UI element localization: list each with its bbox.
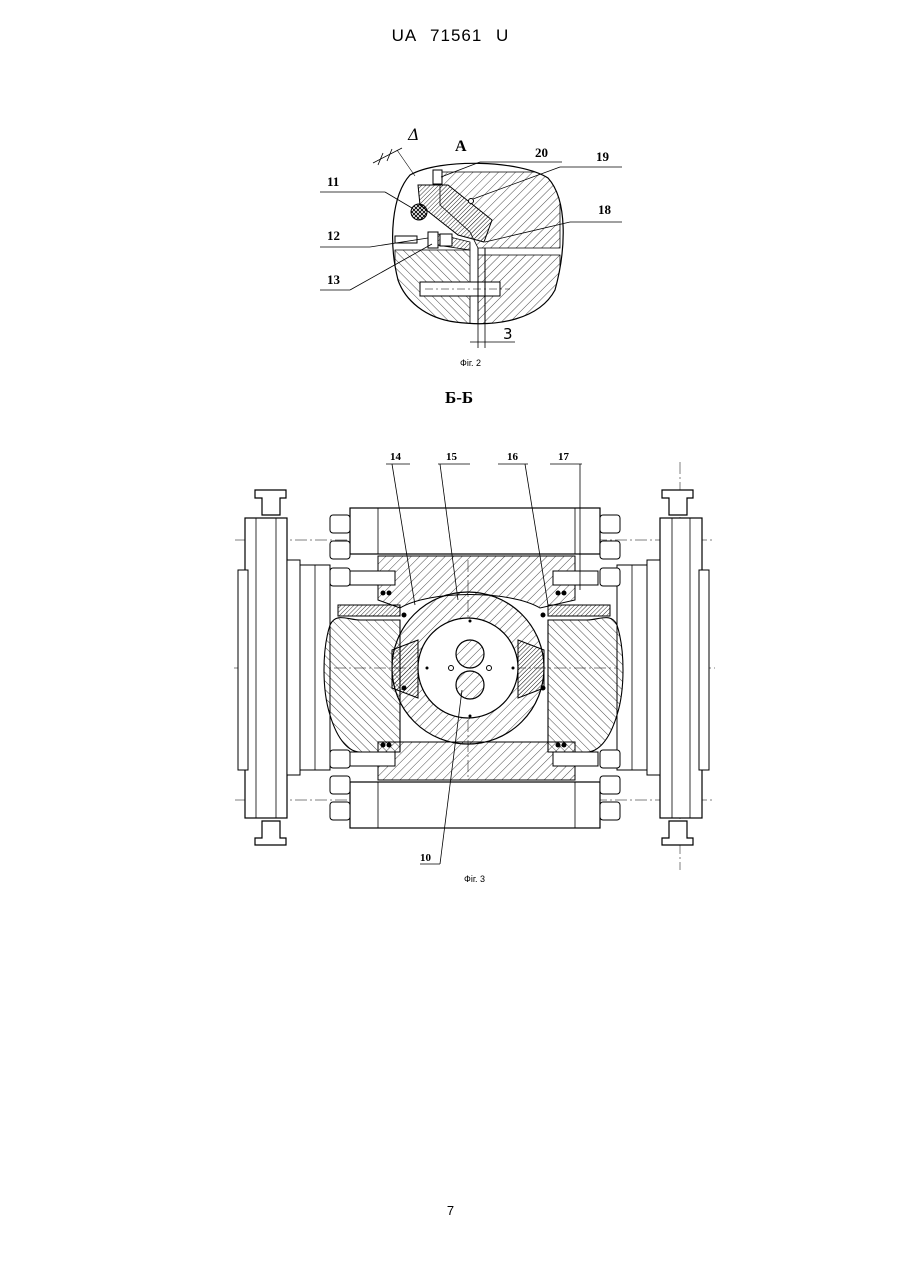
section-label-b-b: Б-Б <box>445 388 473 407</box>
dimension-delta-label: Δ <box>407 125 420 144</box>
callout-18: 18 <box>598 202 612 217</box>
callout-20: 20 <box>535 145 548 160</box>
callout-10: 10 <box>420 852 432 864</box>
callout-16: 16 <box>507 451 519 463</box>
figure-3-caption: Фіг. 3 <box>464 874 485 884</box>
callout-17: 17 <box>558 451 570 463</box>
callout-11: 11 <box>327 174 339 189</box>
view-label-a: А <box>455 138 467 155</box>
figure-2-detail: Δ А 20 19 18 11 12 13 3 Фіг. 2 <box>320 125 622 368</box>
callout-13: 13 <box>327 272 341 287</box>
dimension-gap-label: 3 <box>503 325 513 343</box>
callout-15: 15 <box>446 451 458 463</box>
figure-2-caption: Фіг. 2 <box>460 358 481 368</box>
callout-19: 19 <box>596 149 610 164</box>
figure-3-section: 14 15 16 17 10 Фіг. 3 <box>234 451 715 884</box>
callout-14: 14 <box>390 451 402 463</box>
callout-12: 12 <box>327 228 340 243</box>
page-number: 7 <box>0 1203 901 1218</box>
